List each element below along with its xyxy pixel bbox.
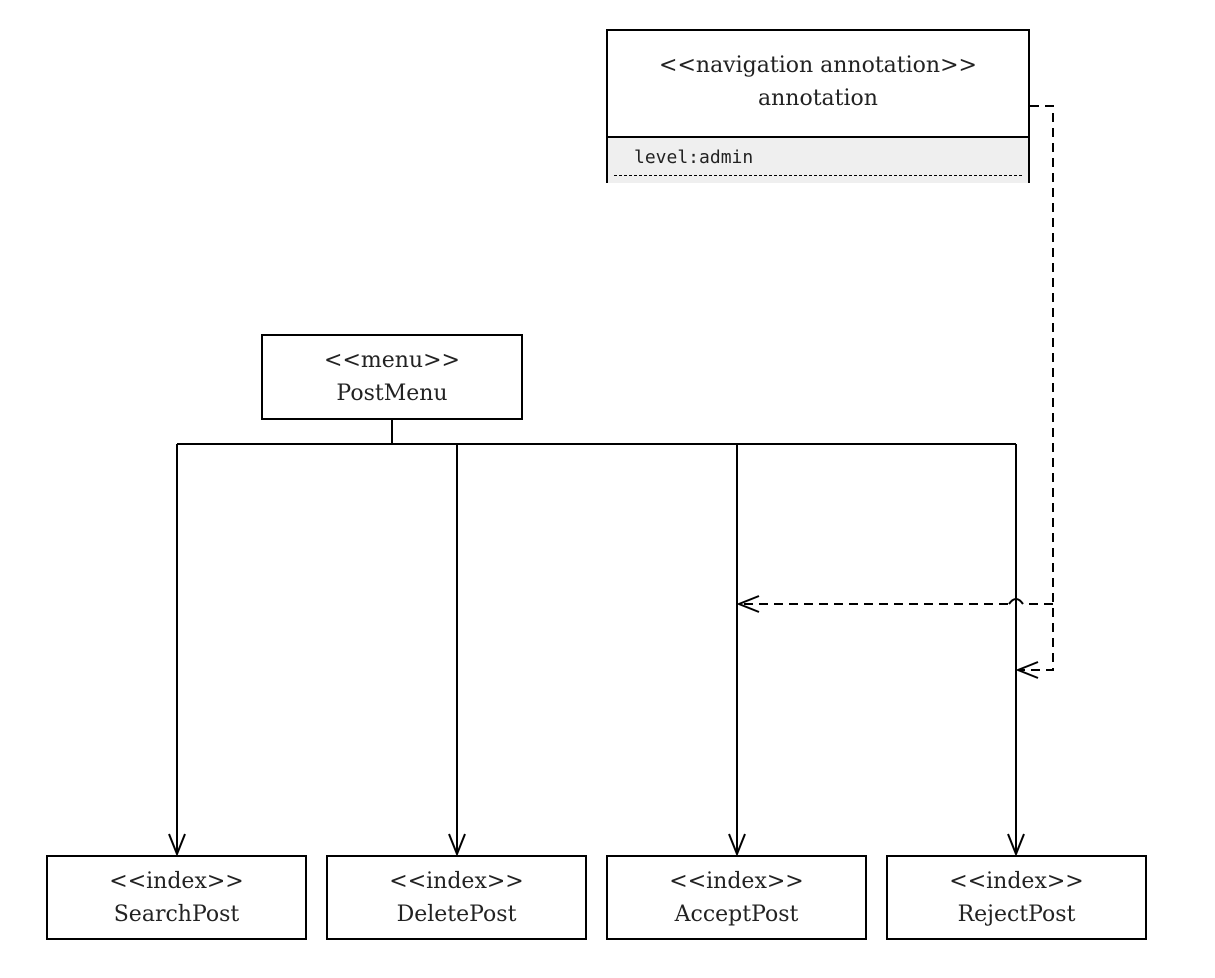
- annotation-attribute: level:admin: [634, 147, 754, 168]
- menu-node-postmenu: <<menu>> PostMenu: [261, 334, 523, 420]
- index-name: RejectPost: [957, 902, 1076, 927]
- menu-connectors: [168, 419, 1025, 857]
- index-node-rejectpost: <<index>> RejectPost: [886, 855, 1147, 940]
- arrowhead-annotation-acceptpost: [736, 595, 760, 613]
- arrowhead-acceptpost: [728, 833, 746, 857]
- arrowhead-rejectpost: [1007, 833, 1025, 857]
- index-name: AcceptPost: [674, 902, 799, 927]
- menu-name: PostMenu: [336, 381, 448, 406]
- annotation-attributes: level:admin: [608, 136, 1028, 183]
- attribute-separator: [614, 175, 1022, 176]
- index-stereotype: <<index>>: [669, 869, 804, 894]
- navigation-annotation-box: <<navigation annotation>> annotation lev…: [606, 29, 1030, 183]
- index-node-acceptpost: <<index>> AcceptPost: [606, 855, 867, 940]
- index-name: DeletePost: [396, 902, 517, 927]
- line-hop: [1008, 598, 1024, 605]
- index-stereotype: <<index>>: [389, 869, 524, 894]
- annotation-header: <<navigation annotation>> annotation: [608, 31, 1028, 136]
- menu-stereotype: <<menu>>: [324, 348, 460, 373]
- arrowhead-deletepost: [448, 833, 466, 857]
- arrowhead-annotation-rejectpost: [1015, 661, 1039, 679]
- annotation-links: [736, 105, 1054, 679]
- index-stereotype: <<index>>: [949, 869, 1084, 894]
- index-node-searchpost: <<index>> SearchPost: [46, 855, 307, 940]
- index-node-deletepost: <<index>> DeletePost: [326, 855, 587, 940]
- annotation-stereotype: <<navigation annotation>>: [659, 53, 977, 78]
- index-stereotype: <<index>>: [109, 869, 244, 894]
- annotation-trunk: [1018, 105, 1054, 671]
- arrowhead-searchpost: [168, 833, 186, 857]
- annotation-name: annotation: [758, 86, 878, 111]
- index-name: SearchPost: [113, 902, 240, 927]
